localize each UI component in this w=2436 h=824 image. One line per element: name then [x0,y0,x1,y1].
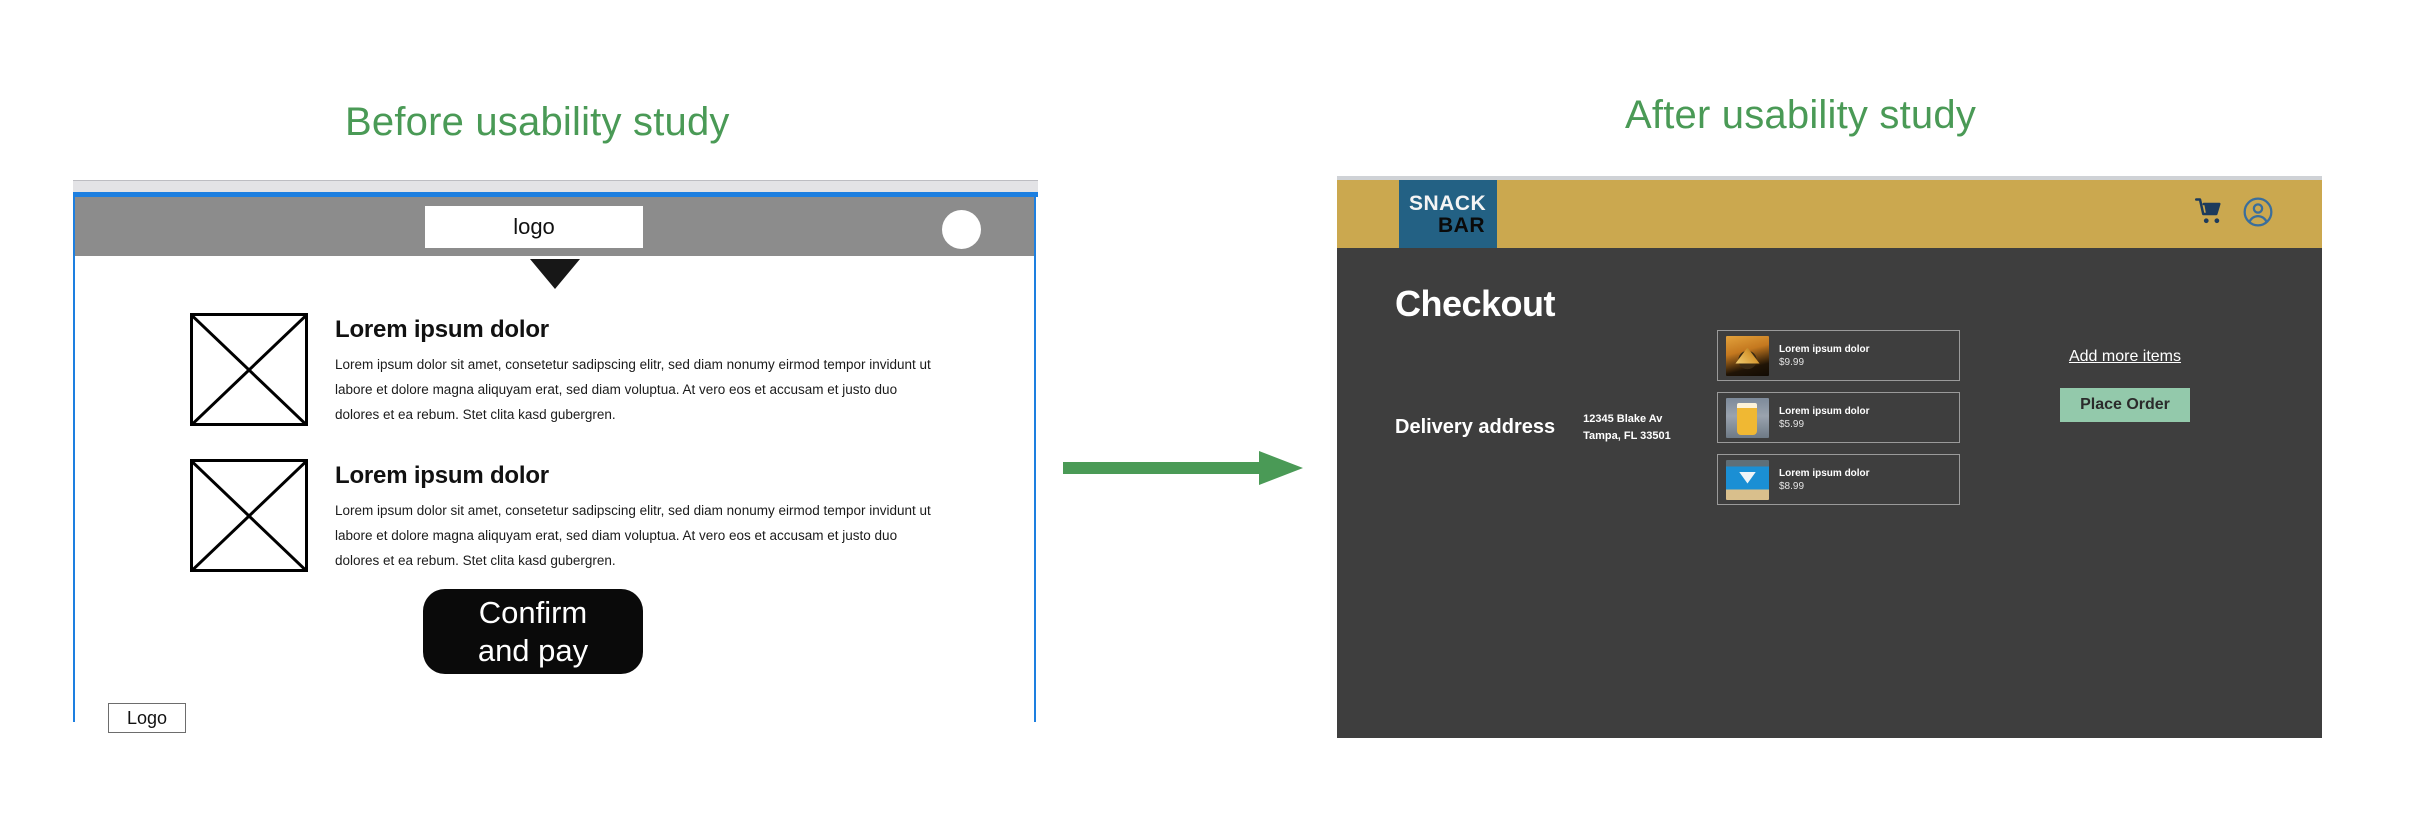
beer-thumbnail [1726,397,1769,438]
checkout-actions: Add more items Place Order [2060,348,2190,422]
section-heading: Lorem ipsum dolor [335,462,549,489]
site-header: SNACK BAR [1337,180,2322,248]
confirm-and-pay-button[interactable]: Confirm and pay [423,589,643,674]
confirm-button-line2: and pay [477,632,589,668]
delivery-address-block: Delivery address 12345 Blake Av Tampa, F… [1395,411,1671,444]
account-circle-icon[interactable] [2242,196,2274,228]
checkout-body: Checkout Delivery address 12345 Blake Av… [1337,248,2322,738]
after-study-title: After usability study [1625,93,1977,137]
caret-down-icon[interactable] [530,259,580,289]
content-section: Lorem ipsum dolor Lorem ipsum dolor sit … [190,459,1020,574]
after-mockup-panel: SNACK BAR Checkout Delivery address 1234… [1337,176,2322,738]
snack-bar-logo[interactable]: SNACK BAR [1399,180,1497,248]
order-item-list: Lorem ipsum dolor $9.99 Lorem ipsum dolo… [1717,330,1960,505]
section-heading: Lorem ipsum dolor [335,316,549,343]
avatar-circle-icon[interactable] [942,210,981,249]
place-order-button[interactable]: Place Order [2060,388,2190,422]
item-meta: Lorem ipsum dolor $9.99 [1779,344,1870,368]
nachos-thumbnail [1726,335,1769,376]
logo-box[interactable]: logo [425,206,643,248]
image-placeholder-crossed-box [190,313,308,426]
content-section: Lorem ipsum dolor Lorem ipsum dolor sit … [190,313,1020,428]
content-text-column: Lorem ipsum dolor Lorem ipsum dolor sit … [335,313,1020,428]
item-price: $5.99 [1779,418,1805,430]
wireframe-page: logo Lorem ipsum dolor Lorem ipsum dolor… [73,197,1036,733]
item-meta: Lorem ipsum dolor $5.99 [1779,406,1870,430]
item-price: $9.99 [1779,356,1805,368]
page-title: Checkout [1395,283,1556,324]
address-line-2: Tampa, FL 33501 [1583,429,1671,442]
brand-line-snack: SNACK [1409,191,1487,215]
list-item[interactable]: Lorem ipsum dolor $8.99 [1717,454,1960,505]
confirm-button-line1: Confirm [478,594,588,630]
content-text-column: Lorem ipsum dolor Lorem ipsum dolor sit … [335,459,1020,574]
delivery-address-value: 12345 Blake Av Tampa, FL 33501 [1583,411,1671,444]
section-body: Lorem ipsum dolor sit amet, consetetur s… [335,503,931,568]
browser-toolbar-strip [73,180,1038,193]
item-price: $8.99 [1779,480,1805,492]
right-arrow-icon [1063,451,1303,485]
item-name: Lorem ipsum dolor [1779,467,1870,479]
section-body: Lorem ipsum dolor sit amet, consetetur s… [335,357,931,422]
footer-logo: Logo [108,703,186,733]
delivery-address-label: Delivery address [1395,416,1556,438]
before-wireframe-panel: logo Lorem ipsum dolor Lorem ipsum dolor… [73,180,1038,740]
before-study-title: Before usability study [345,100,730,144]
browser-accent-bar [73,192,1038,197]
wireframe-navbar: logo [75,197,1034,256]
item-meta: Lorem ipsum dolor $8.99 [1779,468,1870,492]
cocktail-pool-thumbnail [1726,459,1769,500]
header-icon-group [2194,196,2274,228]
address-line-1: 12345 Blake Av [1583,413,1663,425]
shopping-cart-icon[interactable] [2194,197,2226,227]
list-item[interactable]: Lorem ipsum dolor $9.99 [1717,330,1960,381]
item-name: Lorem ipsum dolor [1779,343,1870,355]
item-name: Lorem ipsum dolor [1779,405,1870,417]
mockup-top-edge [1337,176,2322,180]
list-item[interactable]: Lorem ipsum dolor $5.99 [1717,392,1960,443]
brand-line-bar: BAR [1438,213,1485,237]
add-more-items-link[interactable]: Add more items [2068,348,2182,365]
image-placeholder-crossed-box [190,459,308,572]
